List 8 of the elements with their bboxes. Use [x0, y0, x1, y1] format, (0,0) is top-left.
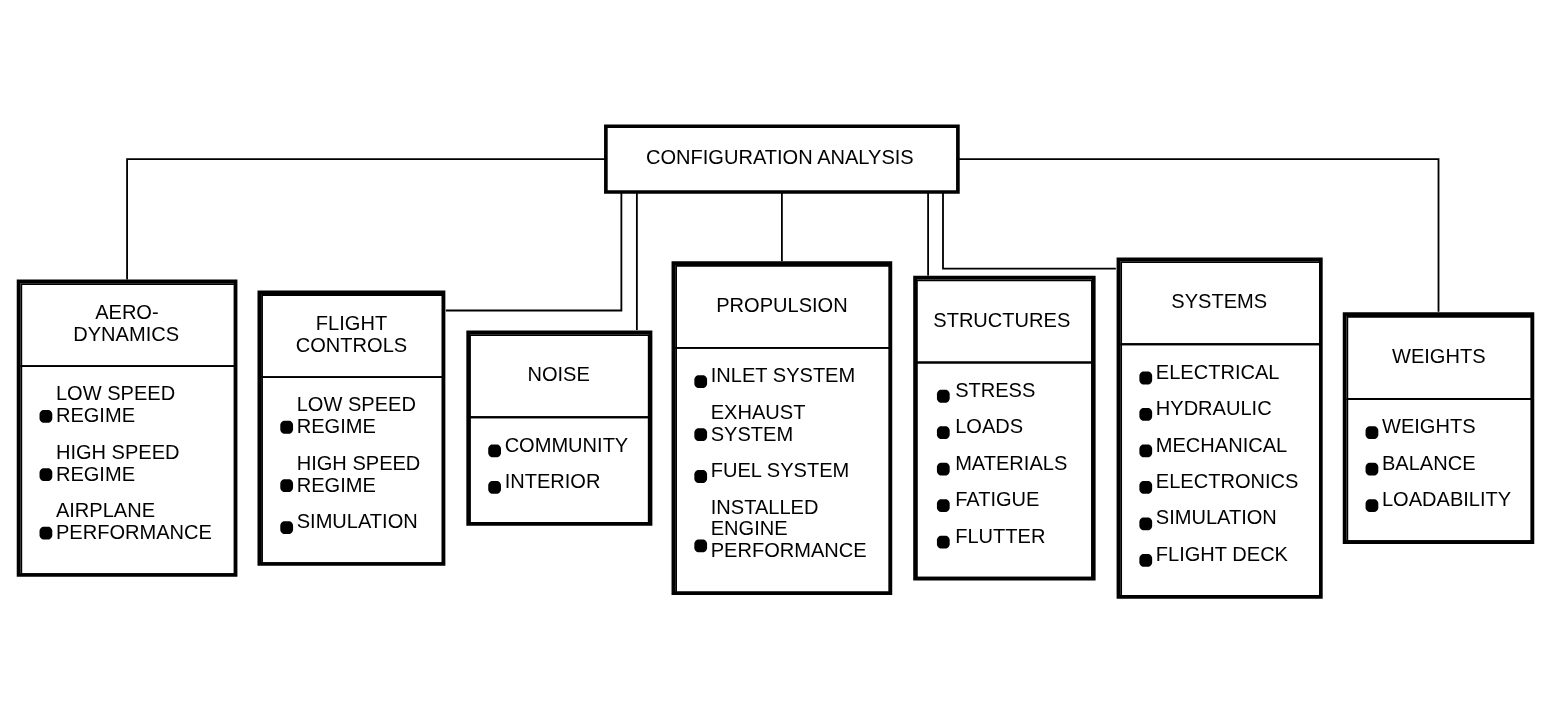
connector	[444, 191, 623, 312]
connector	[942, 191, 1117, 270]
connector	[927, 191, 929, 277]
connector	[957, 158, 1440, 313]
connector	[635, 191, 638, 331]
connector	[780, 191, 783, 263]
node-box: CONFIGURATION ANALYSIS	[604, 124, 960, 194]
connector	[126, 158, 607, 281]
